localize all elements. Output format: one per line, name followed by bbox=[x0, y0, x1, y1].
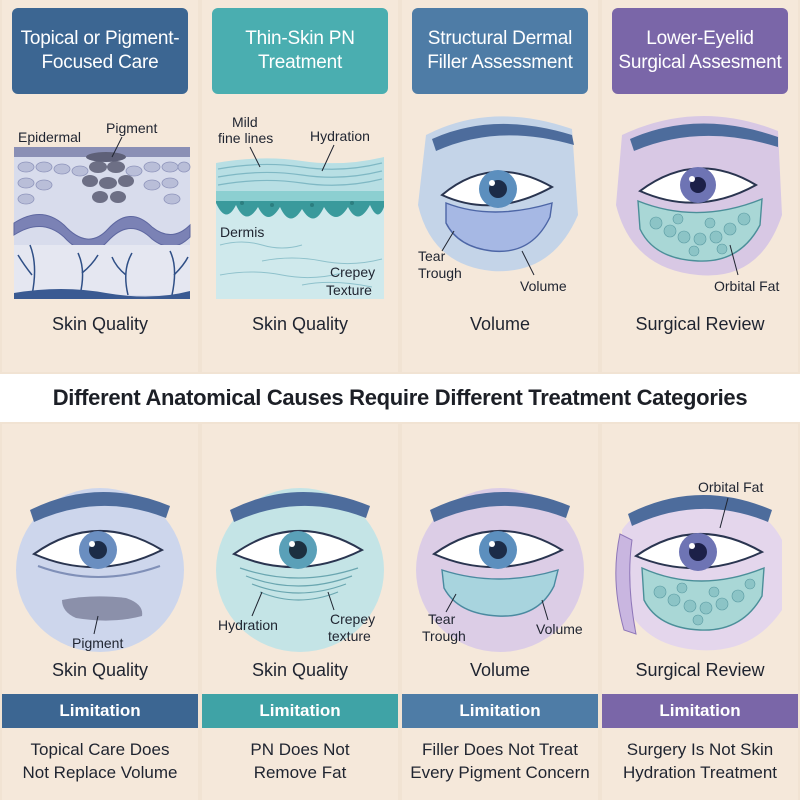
bottom-column-thin-skin: Hydration Crepey texture Skin Quality Li… bbox=[202, 424, 398, 800]
bottom-column-surgical: Orbital Fat Surgical Review Limitation S… bbox=[602, 424, 798, 800]
limitation-description: Surgery Is Not Skin Hydration Treatment bbox=[622, 740, 777, 782]
header-lower-eyelid-surgical: Lower-Eyelid Surgical Assesment bbox=[612, 8, 788, 94]
label-pigment: Pigment bbox=[106, 120, 157, 136]
limitation-bar: Limitation bbox=[2, 694, 198, 728]
limitation-bar: Limitation bbox=[202, 694, 398, 728]
limitation-bar: Limitation bbox=[402, 694, 598, 728]
crepey-skin-eye-illustration: Hydration Crepey texture bbox=[216, 488, 384, 652]
category-label: Volume bbox=[469, 314, 531, 334]
limitation-description: Filler Does Not Treat Every Pigment Conc… bbox=[410, 740, 590, 782]
label-epidermal: Epidermal bbox=[18, 129, 81, 145]
label-tear: Tear bbox=[418, 248, 446, 264]
label-texture: texture bbox=[328, 628, 371, 644]
top-column-topical: Topical or Pigment-Focused Care bbox=[2, 0, 198, 372]
orbital-fat-profile-illustration: Orbital Fat bbox=[615, 479, 782, 651]
category-label: Skin Quality bbox=[51, 660, 149, 680]
label-orbital-fat: Orbital Fat bbox=[714, 278, 779, 294]
label-trough: Trough bbox=[422, 628, 466, 644]
epidermis-cross-section-illustration: Epidermal Pigment bbox=[13, 120, 191, 299]
label-hydration: Hydration bbox=[310, 128, 370, 144]
label-pigment: Pigment bbox=[72, 635, 123, 651]
header-thin-skin-pn: Thin-Skin PN Treatment bbox=[212, 8, 388, 94]
label-mild: Mild bbox=[232, 114, 258, 130]
label-volume: Volume bbox=[520, 278, 567, 294]
label-texture: Texture bbox=[326, 282, 372, 298]
limitation-bar: Limitation bbox=[602, 694, 798, 728]
tear-trough-volume-illustration: Tear Trough Volume bbox=[416, 488, 584, 652]
category-label: Skin Quality bbox=[51, 314, 149, 334]
category-label: Skin Quality bbox=[251, 660, 349, 680]
header-topical-care: Topical or Pigment-Focused Care bbox=[12, 8, 188, 94]
dermis-layers-illustration: Mild fine lines Hydration Dermis Crepey … bbox=[216, 114, 384, 299]
label-tear: Tear bbox=[428, 611, 456, 627]
bottom-column-filler: Tear Trough Volume Volume Limitation Fil… bbox=[402, 424, 598, 800]
pigment-eye-illustration: Pigment bbox=[16, 488, 184, 652]
tear-trough-illustration: Tear Trough Volume bbox=[418, 116, 578, 294]
label-orbital-fat: Orbital Fat bbox=[698, 479, 763, 495]
label-crepey: Crepey bbox=[330, 264, 375, 280]
label-hydration: Hydration bbox=[218, 617, 278, 633]
label-fine-lines: fine lines bbox=[218, 130, 273, 146]
category-label: Skin Quality bbox=[251, 314, 349, 334]
banner-title: Different Anatomical Causes Require Diff… bbox=[0, 374, 800, 422]
category-label: Surgical Review bbox=[635, 660, 765, 680]
top-column-filler: Structural Dermal Filler Assessment Tear… bbox=[402, 0, 598, 372]
category-label: Surgical Review bbox=[635, 314, 765, 334]
top-column-thin-skin: Thin-Skin PN Treatment Mild fine lines H… bbox=[202, 0, 398, 372]
header-dermal-filler: Structural Dermal Filler Assessment bbox=[412, 8, 588, 94]
label-dermis: Dermis bbox=[220, 224, 264, 240]
label-volume: Volume bbox=[536, 621, 583, 637]
label-crepey: Crepey bbox=[330, 611, 375, 627]
label-trough: Trough bbox=[418, 265, 462, 281]
limitation-description: Topical Care Does Not Replace Volume bbox=[22, 740, 178, 782]
top-column-surgical: Lower-Eyelid Surgical Assesment Orbital … bbox=[602, 0, 798, 372]
bottom-column-topical: Pigment Skin Quality Limitation Topical … bbox=[2, 424, 198, 800]
orbital-fat-illustration: Orbital Fat bbox=[616, 115, 782, 294]
category-label: Volume bbox=[469, 660, 531, 680]
limitation-description: PN Does Not Remove Fat bbox=[250, 740, 350, 782]
